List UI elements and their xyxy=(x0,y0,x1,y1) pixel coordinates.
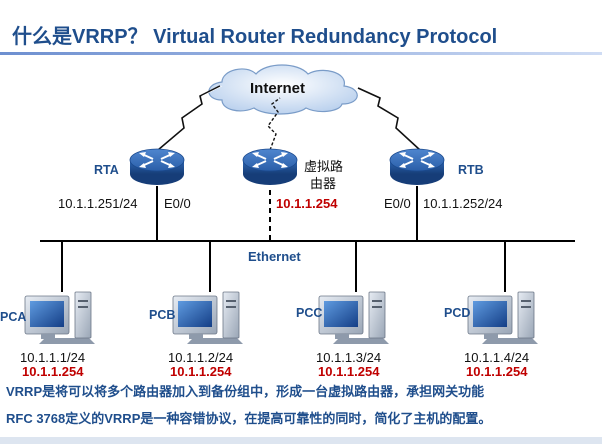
rtb-router-icon[interactable] xyxy=(389,148,445,186)
rta-router-icon[interactable] xyxy=(129,148,185,186)
rtb-wan-link xyxy=(357,87,421,151)
pcd-name: PCD xyxy=(444,306,471,320)
rta-wan-link xyxy=(157,85,223,151)
pcd-computer-icon[interactable] xyxy=(467,291,539,345)
pcb-ip: 10.1.1.2/24 xyxy=(168,350,234,365)
pcb-gateway: 10.1.1.254 xyxy=(170,364,232,379)
pca-name: PCA xyxy=(0,310,27,324)
internet-label: Internet xyxy=(250,80,306,97)
pcd-ip: 10.1.1.4/24 xyxy=(464,350,530,365)
footer-line2: RFC 3768定义的VRRP是一种容错协议，在提高可靠性的同时，简化了主机的配… xyxy=(6,411,492,426)
rta-name: RTA xyxy=(94,163,119,177)
page-title: 什么是VRRP？ Virtual Router Redundancy Proto… xyxy=(12,26,498,48)
ethernet-label: Ethernet xyxy=(248,249,301,264)
virtual-router-ip: 10.1.1.254 xyxy=(276,196,338,211)
pcb-computer-icon[interactable] xyxy=(172,291,244,345)
pca-gateway: 10.1.1.254 xyxy=(22,364,84,379)
pca-computer-icon[interactable] xyxy=(24,291,96,345)
virtual-wan-link xyxy=(267,97,281,151)
footer-line1: VRRP是将可以将多个路由器加入到备份组中，形成一台虚拟路由器，承担网关功能 xyxy=(6,384,485,399)
pca-ip: 10.1.1.1/24 xyxy=(20,350,86,365)
pcc-ip: 10.1.1.3/24 xyxy=(316,350,382,365)
virtual-router-name-line1: 虚拟路 xyxy=(304,159,344,174)
pcc-computer-icon[interactable] xyxy=(318,291,390,345)
pcc-gateway: 10.1.1.254 xyxy=(318,364,380,379)
title-divider xyxy=(0,52,602,55)
rta-ip: 10.1.1.251/24 xyxy=(58,196,138,211)
rtb-ip: 10.1.1.252/24 xyxy=(423,196,503,211)
internet-cloud-icon xyxy=(208,64,358,115)
pcb-name: PCB xyxy=(149,308,176,322)
rta-interface: E0/0 xyxy=(164,196,191,211)
rtb-name: RTB xyxy=(458,163,484,177)
pcd-gateway: 10.1.1.254 xyxy=(466,364,528,379)
bottom-bar xyxy=(0,437,602,444)
virtual-router-icon xyxy=(242,148,298,186)
virtual-router-name-line2: 由器 xyxy=(310,176,337,191)
pcc-name: PCC xyxy=(296,306,323,320)
rtb-interface: E0/0 xyxy=(384,196,411,211)
